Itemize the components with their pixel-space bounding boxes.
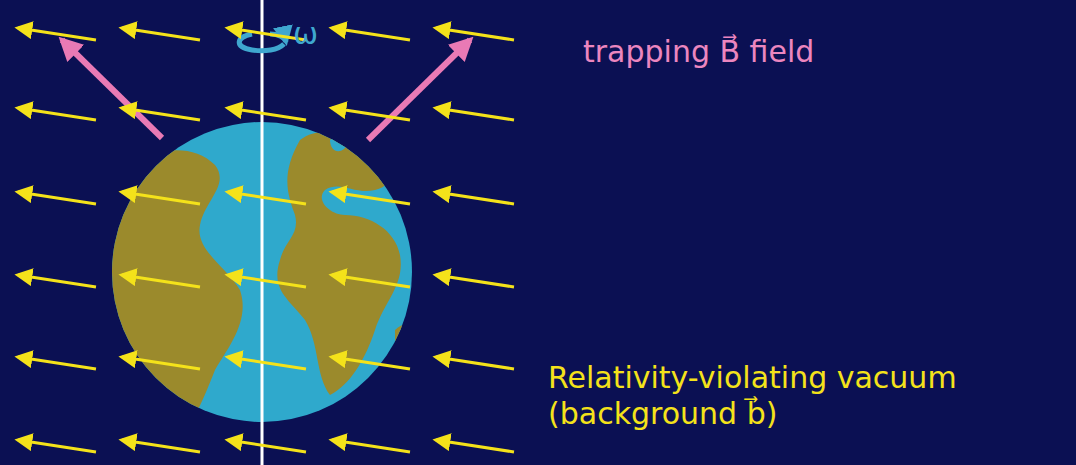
- background-vector: [122, 275, 200, 287]
- background-vector: [18, 28, 96, 40]
- field-arrow: [368, 40, 470, 140]
- background-vector: [332, 192, 410, 204]
- background-field-arrows: [18, 28, 514, 452]
- background-vector: [18, 192, 96, 204]
- vacuum-label: Relativity-violating vacuum (background …: [548, 360, 958, 432]
- background-vector: [122, 357, 200, 369]
- background-vector: [122, 440, 200, 452]
- field-arrow: [62, 40, 162, 138]
- rotation-axis: [261, 0, 264, 465]
- background-vector: [18, 357, 96, 369]
- background-vector: [228, 440, 306, 452]
- background-vector: [228, 357, 306, 369]
- omega-label: ω: [293, 16, 318, 52]
- field-label: trapping B⃗ field: [583, 34, 814, 70]
- background-vector: [228, 108, 306, 120]
- background-vector: [228, 275, 306, 287]
- background-vector: [18, 108, 96, 120]
- background-vector: [436, 357, 514, 369]
- background-vector: [436, 440, 514, 452]
- background-vector: [332, 275, 410, 287]
- background-vector: [332, 440, 410, 452]
- background-vector: [436, 28, 514, 40]
- background-vector: [332, 357, 410, 369]
- background-vector: [332, 28, 410, 40]
- background-vector: [122, 28, 200, 40]
- background-vector: [332, 108, 410, 120]
- background-vector: [18, 440, 96, 452]
- background-vector: [122, 108, 200, 120]
- background-vector: [436, 192, 514, 204]
- background-vector: [228, 192, 306, 204]
- background-vector: [18, 275, 96, 287]
- background-vector: [436, 275, 514, 287]
- earth-globe: [100, 122, 415, 430]
- background-vector: [436, 108, 514, 120]
- background-vector: [122, 192, 200, 204]
